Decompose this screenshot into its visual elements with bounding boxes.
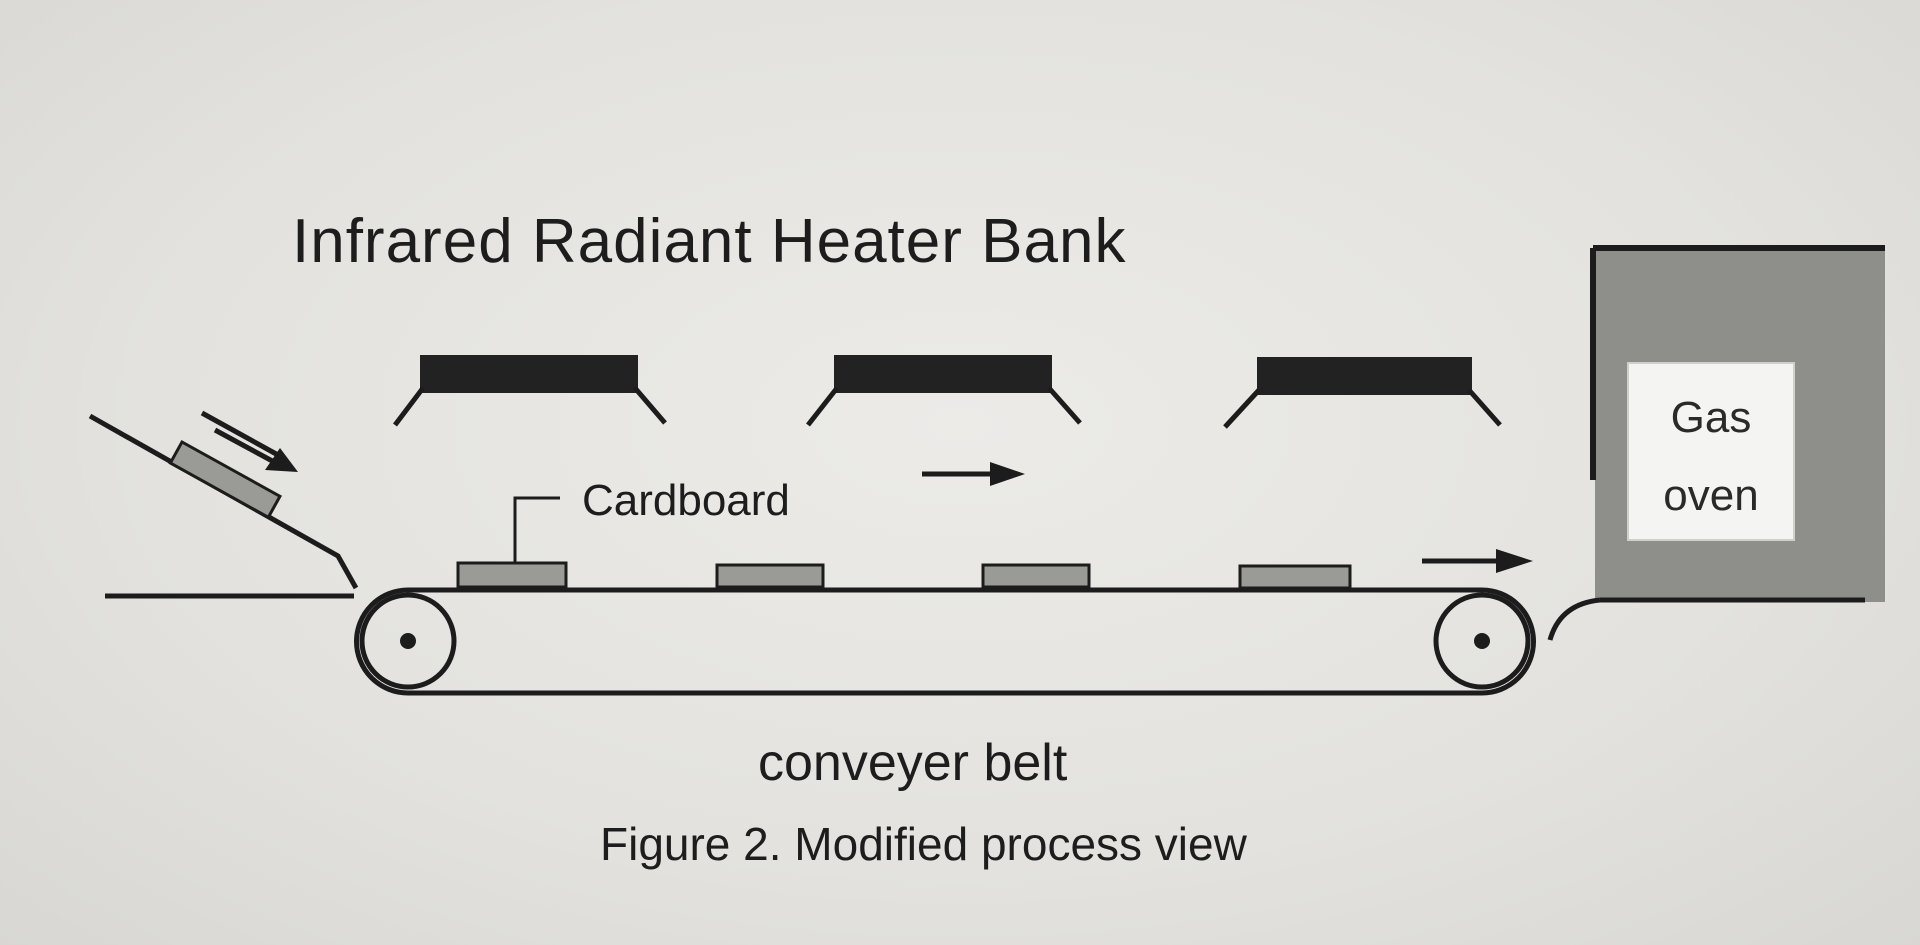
heater-1 (393, 355, 667, 427)
conveyor-belt (354, 587, 1536, 696)
cardboard-item-2 (715, 563, 825, 589)
oven-label-line2: oven (1663, 471, 1758, 520)
cardboard-on-chute (168, 439, 282, 520)
infeed-chute (88, 413, 359, 599)
cardboard-item-3 (981, 563, 1091, 589)
mid-arrow-icon (922, 462, 1025, 486)
cardboard-item-4 (1238, 564, 1352, 590)
cardboard-item-1 (456, 561, 568, 589)
oven-label-line1: Gas (1671, 393, 1752, 442)
cardboard-callout: Cardboard (513, 476, 790, 565)
cardboard-label: Cardboard (582, 476, 790, 525)
roller-left (359, 592, 457, 690)
heater-bank (393, 355, 1502, 429)
gas-oven: Gas oven (1547, 245, 1885, 641)
figure-caption: Figure 2. Modified process view (600, 818, 1248, 870)
belt-label: conveyer belt (758, 734, 1068, 792)
cardboard-items (456, 561, 1352, 590)
belt-arrow-icon (1422, 549, 1533, 573)
chute-arrow-icon (200, 410, 298, 472)
diagram-title: Infrared Radiant Heater Bank (292, 207, 1126, 276)
oven-window (1627, 362, 1795, 541)
roller-right (1433, 592, 1531, 690)
heater-3 (1223, 357, 1502, 429)
heater-2 (806, 355, 1082, 427)
direction-arrows (200, 410, 1533, 573)
